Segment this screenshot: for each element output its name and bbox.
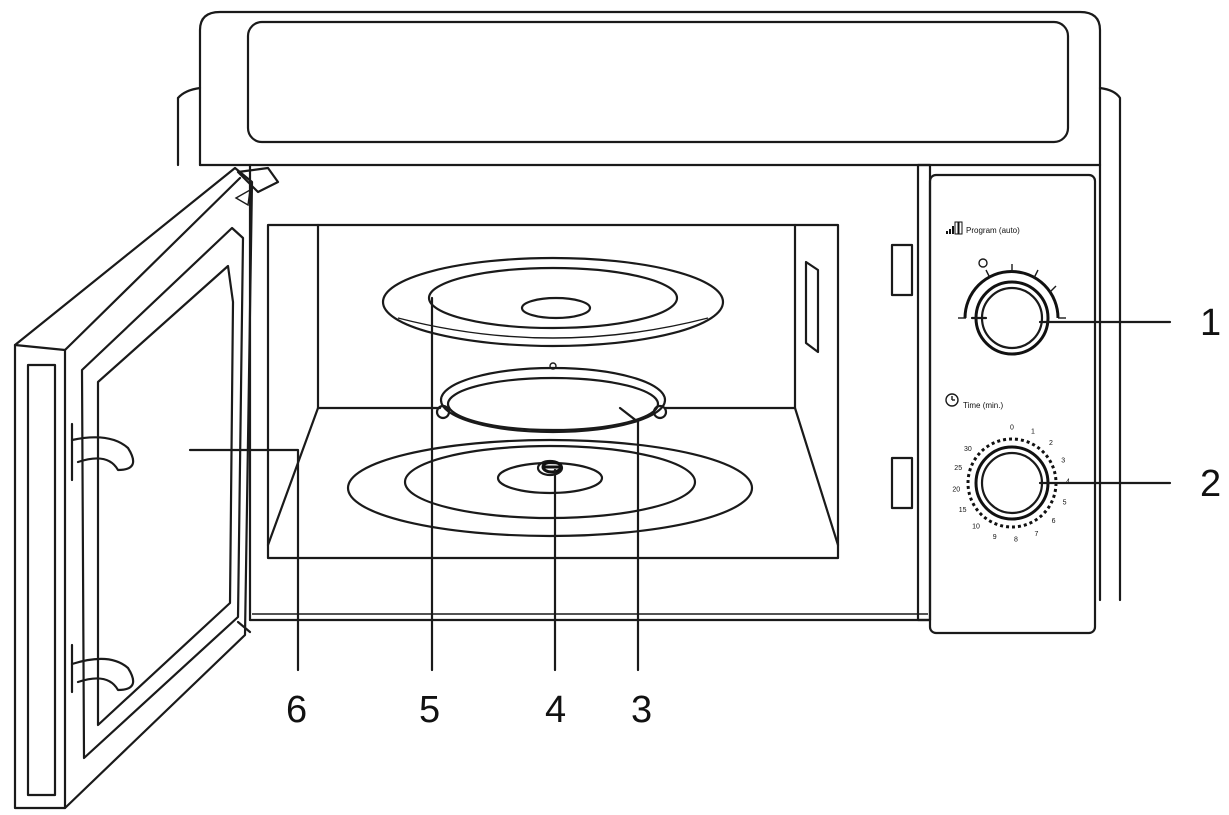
timer-mark: 15 bbox=[959, 507, 967, 514]
program-knob[interactable] bbox=[963, 270, 1060, 356]
drive-coupler bbox=[541, 460, 563, 474]
timer-mark: 7 bbox=[1035, 531, 1039, 538]
timer-icon bbox=[945, 393, 959, 407]
timer-mark: 20 bbox=[952, 486, 960, 493]
microwave-housing bbox=[176, 10, 1122, 622]
glass-turntable bbox=[381, 256, 725, 348]
time-label: Time (min.) bbox=[963, 401, 1003, 410]
callout-4: 4 bbox=[545, 689, 566, 731]
timer-mark: 5 bbox=[1063, 500, 1067, 507]
defrost-icon bbox=[978, 258, 988, 268]
timer-mark: 25 bbox=[954, 465, 962, 472]
cavity-floor bbox=[346, 438, 754, 538]
leader-lines bbox=[188, 296, 1172, 672]
timer-mark: 6 bbox=[1052, 518, 1056, 525]
callout-3: 3 bbox=[631, 689, 652, 731]
timer-mark: 2 bbox=[1049, 440, 1053, 447]
callout-5: 5 bbox=[419, 689, 440, 731]
upper-latch bbox=[70, 436, 135, 472]
callout-1: 1 bbox=[1200, 302, 1221, 344]
oven-cavity bbox=[266, 223, 840, 560]
timer-mark: 30 bbox=[964, 446, 972, 453]
timer-mark: 0 bbox=[1010, 425, 1014, 432]
power-level-icon bbox=[946, 221, 963, 235]
latch-slots bbox=[890, 243, 914, 510]
callout-6: 6 bbox=[286, 689, 307, 731]
program-scale-marks bbox=[958, 258, 1066, 319]
leader-line-3 bbox=[618, 406, 640, 672]
timer-mark: 9 bbox=[993, 534, 997, 541]
timer-mark: 1 bbox=[1031, 429, 1035, 436]
control-panel: Program (auto) Time (min.) bbox=[916, 163, 1097, 635]
leader-line-6 bbox=[188, 448, 300, 672]
roller-ring bbox=[435, 362, 668, 434]
timer-mark: 3 bbox=[1061, 458, 1065, 465]
timer-mark: 8 bbox=[1014, 536, 1018, 543]
callout-2: 2 bbox=[1200, 463, 1221, 505]
timer-mark: 10 bbox=[972, 523, 980, 530]
oven-door bbox=[13, 166, 280, 810]
program-label: Program (auto) bbox=[966, 226, 1020, 235]
lower-latch bbox=[70, 657, 135, 692]
